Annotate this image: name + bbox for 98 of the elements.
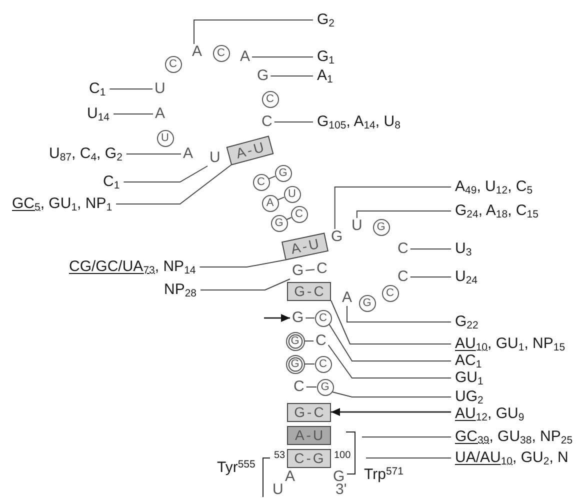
annotation-label: G$_{105}$, A$_{14}$, U$_{8}$	[313, 114, 404, 130]
annotation-label: GU$_{1}$	[451, 370, 488, 386]
annotation-label: U$_{3}$	[451, 241, 476, 257]
nucleotide-letter: G	[329, 229, 345, 245]
nucleotide-letter: U	[208, 150, 222, 166]
nucleotide-letter: C	[292, 379, 306, 395]
arrow	[264, 314, 290, 322]
position-number: 100	[333, 450, 352, 462]
leader-line	[252, 56, 314, 58]
leader-line	[330, 300, 452, 344]
circled-nucleotide: G	[358, 294, 376, 312]
leader-line	[194, 20, 314, 44]
circled-nucleotide: A	[262, 194, 278, 212]
base-pair-box: G-C	[287, 402, 331, 422]
nucleotide-letter: U	[272, 483, 284, 497]
base-pair-box: A-U	[226, 135, 274, 165]
annotation-label: AU$_{12}$, GU$_{9}$	[451, 406, 528, 422]
leader-line	[328, 324, 452, 362]
annotation-label: G$_{22}$	[451, 314, 482, 330]
circled-nucleotide: C	[164, 56, 182, 72]
annotation-label: AC$_{1}$	[451, 353, 486, 369]
nucleotide-letter: C	[260, 114, 274, 130]
base-pair-dash	[305, 269, 315, 271]
annotation-label: C$_{1}$	[85, 81, 110, 97]
circled-nucleotide: G	[316, 378, 334, 396]
base-pair-dash	[286, 217, 292, 220]
annotation-label: NP$_{28}$	[160, 282, 201, 298]
leader-line	[328, 344, 452, 378]
circled-nucleotide: C	[252, 174, 270, 190]
circled-nucleotide: C	[212, 44, 230, 62]
nucleotide-letter: A	[181, 146, 196, 162]
circled-nucleotide: G	[270, 214, 288, 232]
leader-line	[410, 276, 452, 278]
leader-line	[123, 166, 208, 182]
annotation-label: G$_{1}$	[313, 49, 339, 65]
base-pair-box: A-U	[282, 232, 328, 260]
circled-nucleotide: C	[290, 206, 308, 222]
residue-label: Trp$^{571}$	[363, 467, 404, 483]
leader-line	[356, 210, 452, 218]
nucleotide-letter: C	[396, 269, 410, 285]
annotation-label: U$_{14}$	[83, 106, 114, 122]
base-pair-dash	[306, 386, 317, 388]
nucleotide-letter: A	[340, 290, 354, 306]
annotation-label: CG/GC/UA$_{73}$, NP$_{14}$	[65, 259, 200, 275]
nucleotide-letter: A	[153, 106, 168, 122]
nucleotide-letter: U	[152, 81, 168, 97]
leader-line	[334, 186, 452, 230]
annotation-label: GC$_{39}$, GU$_{38}$, NP$_{25}$	[451, 429, 577, 445]
nucleotide-letter: G	[255, 68, 271, 84]
double-circled-nucleotide: G	[286, 354, 304, 374]
circled-nucleotide: G	[274, 164, 292, 182]
nucleotide-letter: G	[332, 470, 345, 484]
annotation-label: AU$_{10}$, GU$_{1}$, NP$_{15}$	[451, 336, 570, 352]
circled-nucleotide: C	[262, 90, 278, 108]
leader-line	[200, 278, 290, 290]
double-circled-nucleotide: G	[286, 332, 304, 350]
nucleotide-letter: A	[284, 470, 296, 484]
nucleotide-letter: C	[396, 241, 410, 257]
leader-line	[331, 391, 452, 398]
base-pair-dash	[268, 176, 276, 180]
nucleotide-letter: C	[314, 261, 330, 277]
leader-line	[109, 88, 153, 90]
annotation-label: U$_{87}$, C$_{4}$, G$_{2}$	[45, 146, 126, 162]
leader-line	[346, 306, 452, 322]
base-pair-dash	[277, 196, 285, 200]
circled-nucleotide: C	[314, 310, 332, 326]
circled-nucleotide: C	[314, 356, 332, 372]
strand-end-label: 3'	[336, 483, 348, 497]
annotation-label: C$_{1}$	[99, 174, 124, 190]
position-number: 53	[273, 450, 286, 462]
annotation-label: A$_{1}$	[313, 68, 337, 84]
base-pair-box: G-C	[287, 282, 331, 300]
base-pair-box: C-G	[287, 448, 331, 468]
nucleotide-letter: A	[238, 49, 252, 65]
annotation-label: UA/AU$_{10}$, GU$_{2}$, N	[451, 450, 572, 466]
nucleotide-letter: G	[290, 263, 306, 279]
base-pair-box: A-U	[287, 426, 331, 444]
circled-nucleotide: C	[382, 284, 398, 302]
annotation-label: G$_{2}$	[313, 12, 339, 28]
base-pair-dash	[304, 340, 314, 342]
leader-line	[410, 248, 452, 250]
nucleotide-letter: A	[190, 44, 204, 60]
annotation-label: A$_{49}$, U$_{12}$, C$_{5}$	[451, 179, 537, 195]
residue-label: Tyr$^{555}$	[216, 460, 256, 476]
circled-nucleotide: U	[284, 186, 300, 202]
circled-nucleotide: U	[156, 130, 174, 146]
leader-line	[199, 259, 286, 268]
leader-line	[116, 164, 232, 204]
annotation-label: UG$_{2}$	[451, 389, 488, 405]
nucleotide-letter: U	[350, 218, 364, 234]
annotation-label: U$_{24}$	[451, 269, 482, 285]
leader-arrow	[331, 408, 451, 416]
annotation-label: GC$_{5}$, GU$_{1}$, NP$_{1}$	[8, 196, 116, 212]
annotation-label: G$_{24}$, A$_{18}$, C$_{15}$	[451, 203, 542, 219]
nucleotide-letter: C	[314, 333, 328, 349]
circled-nucleotide: G	[372, 218, 390, 236]
leader-line	[362, 436, 452, 438]
nucleotide-letter: G	[290, 310, 306, 326]
